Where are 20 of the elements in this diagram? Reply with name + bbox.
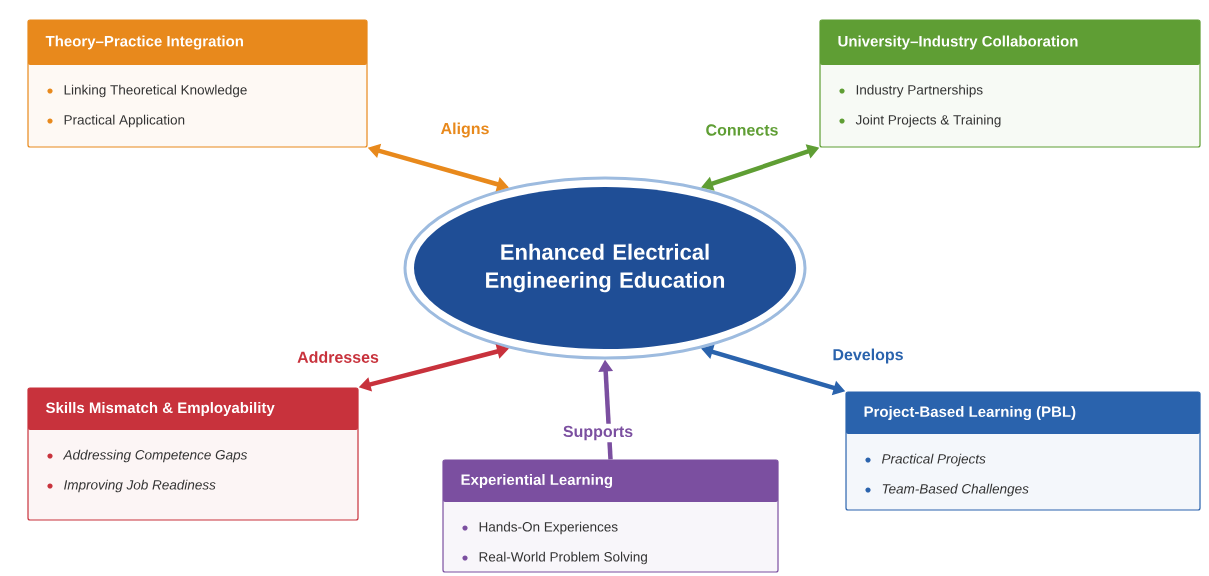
edge-label: Addresses (295, 349, 381, 365)
header-bar: Experiential Learning (443, 460, 778, 502)
bullet-item: Improving Job Readiness (47, 479, 216, 493)
bullet-item: Joint Projects & Training (839, 114, 1001, 128)
header-bar: Skills Mismatch & Employability (28, 388, 358, 430)
bullet-item: Addressing Competence Gaps (47, 449, 248, 463)
header-bar: University–Industry Collaboration (820, 20, 1200, 65)
edge-label: Aligns (438, 120, 492, 140)
bullet-item: Team-Based Challenges (865, 483, 1029, 497)
header-bar: Theory–Practice Integration (28, 20, 367, 65)
edge-label: Develops (830, 346, 906, 366)
edge-label: Supports (560, 423, 636, 443)
bullet-item: Practical Projects (865, 453, 986, 467)
header-bar: Project-Based Learning (PBL) (846, 392, 1200, 434)
bullet-item: Linking Theoretical Knowledge (47, 84, 247, 98)
edge-label: Connects (703, 122, 781, 138)
bullet-item: Industry Partnerships (839, 84, 983, 98)
bullet-item: Hands-On Experiences (462, 521, 618, 535)
bullet-item: Real-World Problem Solving (462, 551, 647, 565)
bullet-item: Practical Application (47, 114, 185, 128)
